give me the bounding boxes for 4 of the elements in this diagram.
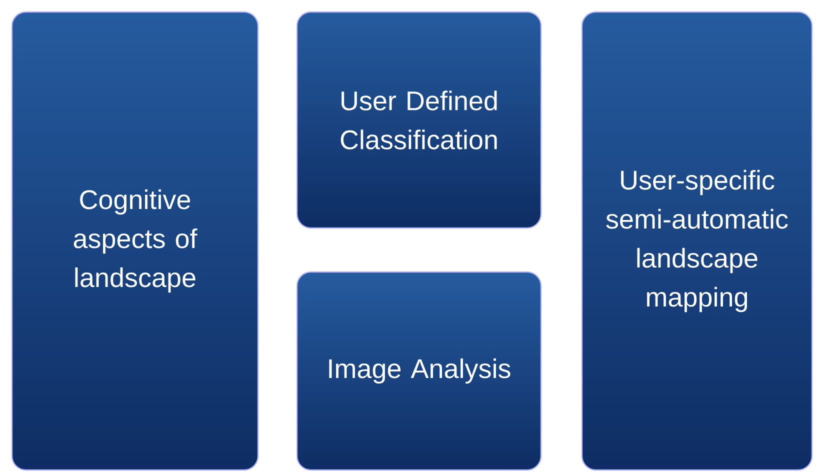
process-box: User Defined Classification [296, 11, 542, 229]
process-box: Cognitive aspects of landscape [11, 11, 259, 471]
process-box: Image Analysis [296, 271, 542, 471]
process-box: User-specific semi-automatic landscape mapping [581, 11, 813, 471]
